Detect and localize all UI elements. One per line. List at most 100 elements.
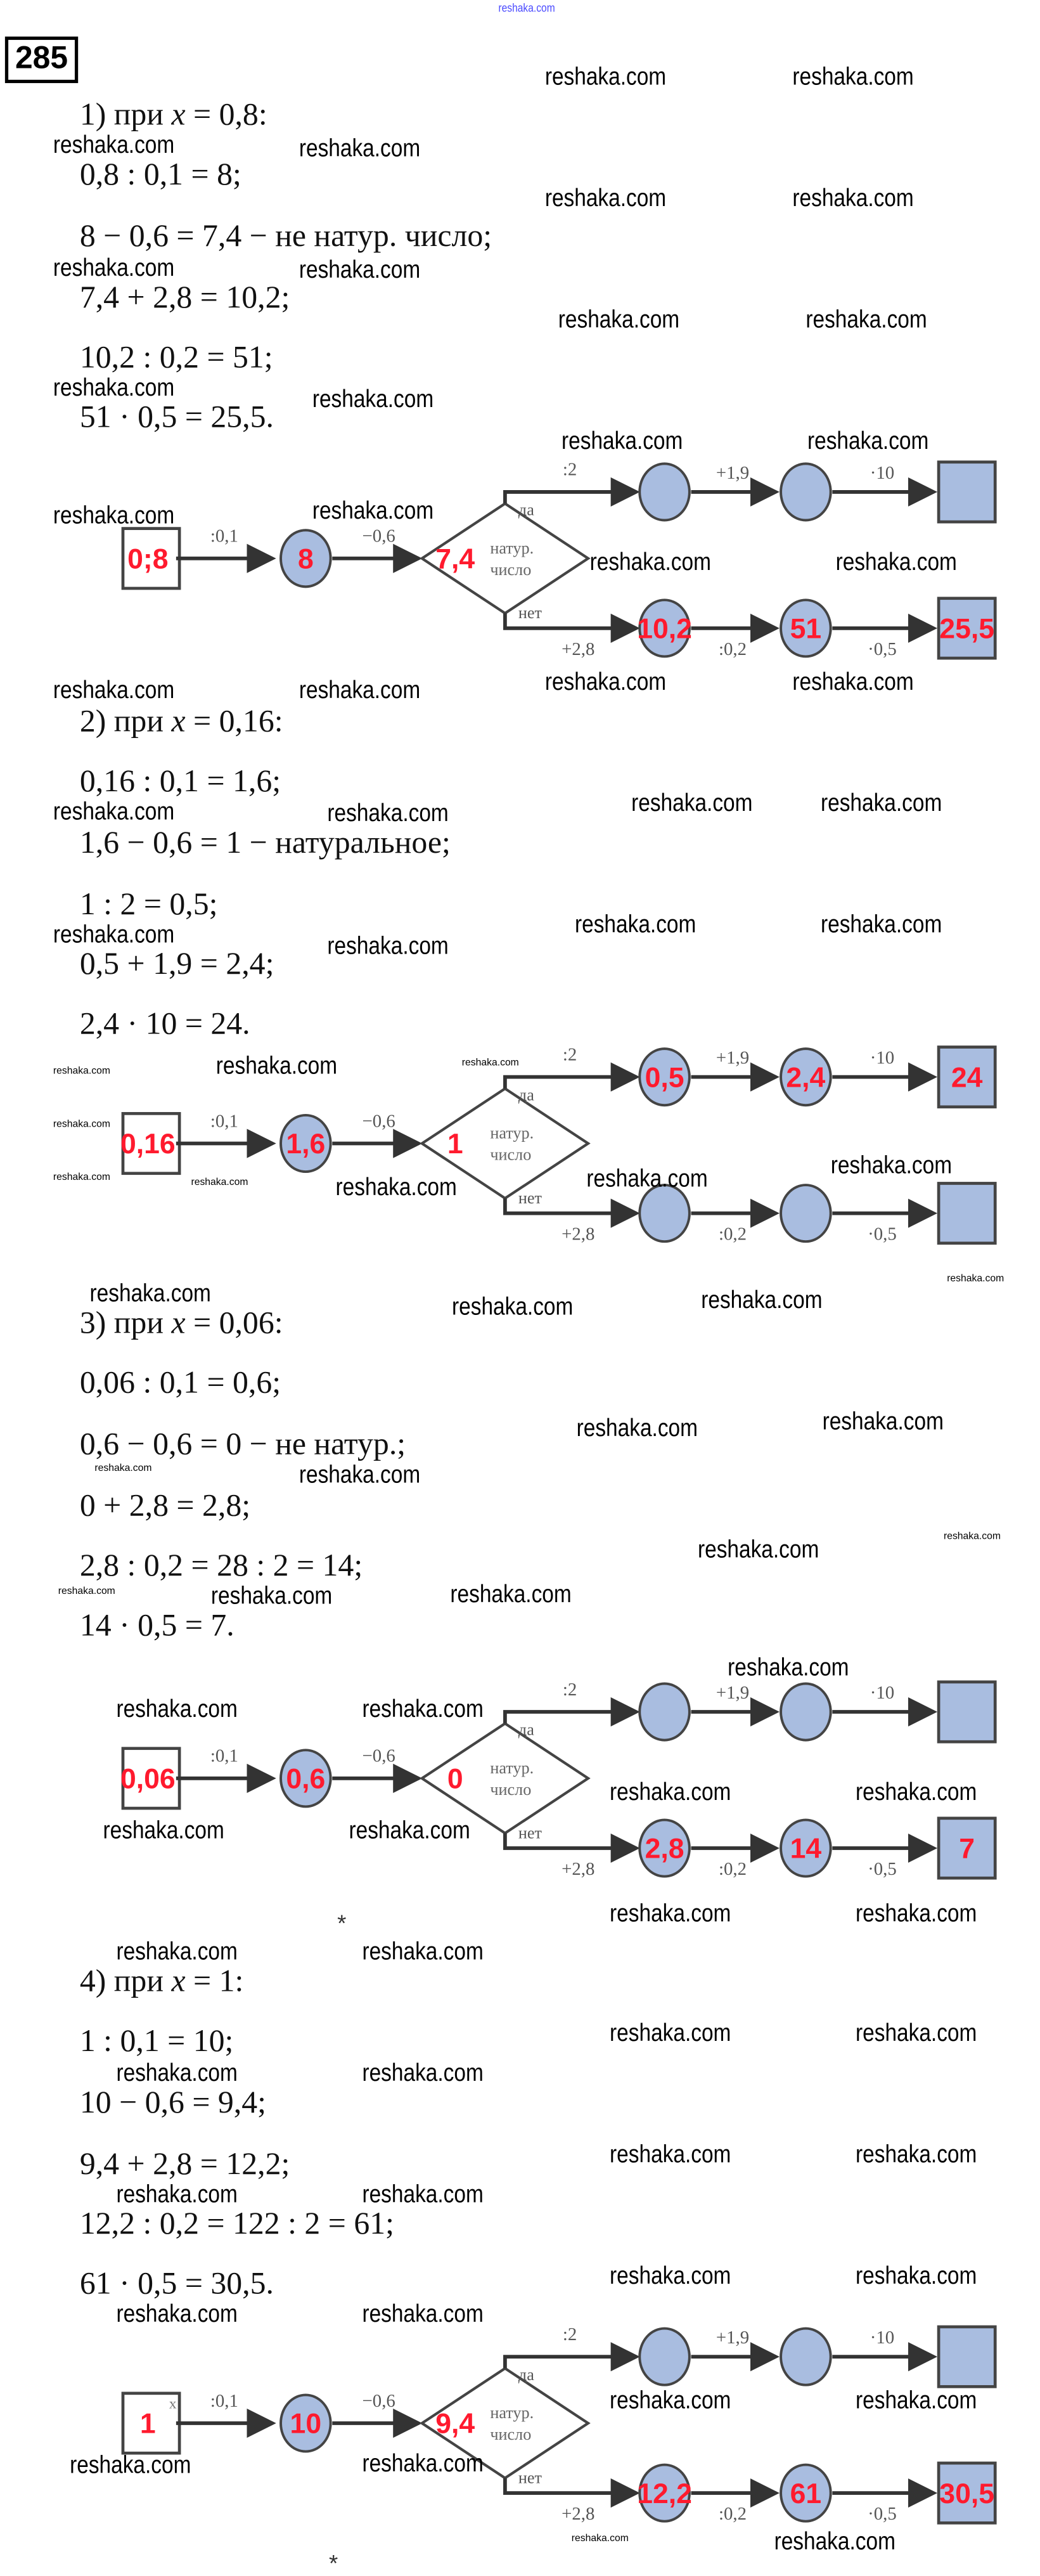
- header-value: = 1:: [185, 1964, 244, 2000]
- header-text: 2) при: [79, 704, 172, 740]
- op-label: :0,1: [210, 526, 238, 547]
- input-value: 0;8: [127, 544, 168, 575]
- watermark: reshaka.com: [610, 2262, 731, 2291]
- watermark: reshaka.com: [116, 2180, 238, 2209]
- equation-line: 12,2 : 0,2 = 122 : 2 = 61;: [79, 2207, 395, 2243]
- watermark: reshaka.com: [299, 676, 421, 705]
- output-box: [937, 1680, 997, 1744]
- equation-line: 2,4 · 10 = 24.: [79, 1007, 250, 1042]
- watermark: reshaka.com: [728, 1654, 849, 1682]
- no-output-value: 30,5: [939, 2478, 994, 2509]
- output-box: [937, 460, 997, 524]
- equation-line: 1,6 − 0,6 = 1 − натуральное;: [79, 825, 451, 861]
- header-value: = 0,8:: [185, 98, 267, 133]
- watermark: reshaka.com: [947, 1274, 1005, 1285]
- op-label: :0,1: [210, 2391, 238, 2411]
- section-header: 3) при x = 0,06:: [80, 1307, 283, 1341]
- op-label: :2: [563, 2324, 577, 2345]
- watermark: reshaka.com: [856, 1778, 977, 1807]
- yes-output-value: 24: [951, 1062, 983, 1093]
- watermark: reshaka.com: [806, 306, 927, 334]
- op-label: ·10: [870, 1048, 894, 1068]
- equation-line: 0,06 : 0,1 = 0,6;: [79, 1366, 281, 1401]
- check-diamond: [420, 1721, 591, 1835]
- check-value: 1: [447, 1129, 463, 1160]
- watermark: reshaka.com: [830, 1151, 953, 1181]
- check-label: число: [490, 1146, 531, 1164]
- watermark: reshaka.com: [116, 2300, 238, 2329]
- check-diamond: [420, 2366, 591, 2480]
- equation-line: 51 · 0,5 = 25,5.: [79, 400, 274, 436]
- op-label: :0,1: [210, 1746, 238, 1766]
- op-label: +1,9: [716, 2327, 749, 2348]
- check-label: число: [490, 560, 531, 579]
- watermark: reshaka.com: [89, 1279, 211, 1309]
- section-header: 4) при x = 1:: [80, 1964, 244, 2000]
- watermark: reshaka.com: [544, 184, 667, 213]
- header-text: 1) при: [79, 98, 172, 133]
- input-value: 0,16: [120, 1129, 176, 1160]
- variable-x: x: [171, 98, 186, 133]
- op-label: +2,8: [562, 1859, 594, 1879]
- watermark: reshaka.com: [856, 1900, 977, 1928]
- watermark: reshaka.com: [362, 1695, 484, 1724]
- watermark: reshaka.com: [312, 385, 434, 414]
- equation-line: 10 − 0,6 = 9,4;: [79, 2085, 266, 2121]
- output-box: [937, 1182, 997, 1245]
- output-box: [937, 597, 997, 660]
- flow-diagram: :0,1−0,6натур.числода:2нет+2,8+1,9·10:0,…: [120, 1680, 997, 1880]
- operation-node: [279, 1749, 332, 1808]
- watermark: reshaka.com: [53, 1066, 110, 1077]
- watermark: reshaka.com: [53, 1173, 110, 1184]
- op-label: :0,2: [719, 639, 747, 659]
- op-label: −0,6: [363, 526, 395, 547]
- input-box: [121, 1111, 181, 1175]
- watermark: reshaka.com: [53, 502, 175, 531]
- input-value: 1: [140, 2409, 156, 2440]
- op-label: ·0,5: [868, 1859, 897, 1879]
- watermark: reshaka.com: [610, 2386, 731, 2415]
- operation-node: [780, 1184, 832, 1243]
- operation-node: [638, 599, 691, 658]
- watermark: reshaka.com: [610, 1778, 731, 1807]
- yes-node-value: 2,4: [786, 1062, 825, 1093]
- op-label: :2: [563, 1044, 577, 1065]
- watermark: reshaka.com: [498, 3, 555, 15]
- no-node-value: 14: [790, 1834, 822, 1865]
- watermark: reshaka.com: [362, 2449, 484, 2478]
- watermark: reshaka.com: [610, 2019, 731, 2048]
- watermark: reshaka.com: [807, 427, 929, 456]
- watermark: reshaka.com: [94, 1464, 152, 1475]
- watermark: reshaka.com: [544, 63, 667, 92]
- op-label: +2,8: [562, 2504, 594, 2524]
- watermark: reshaka.com: [58, 1587, 115, 1598]
- watermark: reshaka.com: [792, 184, 914, 213]
- watermark: reshaka.com: [822, 1408, 944, 1436]
- node-value: 10: [290, 2409, 322, 2440]
- op-label: +1,9: [716, 1683, 749, 1703]
- no-label: нет: [518, 604, 542, 622]
- no-output-value: 25,5: [939, 614, 994, 645]
- check-value: 9,4: [435, 2409, 475, 2440]
- equation-line: 8 − 0,6 = 7,4 − не натур. число;: [79, 219, 492, 255]
- watermark: reshaka.com: [701, 1286, 823, 1315]
- input-variable: x: [169, 2395, 177, 2412]
- no-label: нет: [518, 2468, 542, 2487]
- op-label: :0,2: [719, 1224, 747, 1245]
- watermark: reshaka.com: [774, 2528, 896, 2556]
- no-node-value: 2,8: [645, 1834, 684, 1865]
- output-box: [937, 1816, 997, 1880]
- input-box: [121, 1747, 181, 1810]
- watermark: reshaka.com: [631, 789, 753, 818]
- yes-branch: [503, 490, 632, 504]
- yes-label: да: [518, 1085, 534, 1104]
- output-box: [937, 2461, 997, 2525]
- check-label: натур.: [490, 2404, 534, 2422]
- equation-line: 0,6 − 0,6 = 0 − не натур.;: [79, 1427, 406, 1463]
- op-label: ·10: [870, 2327, 894, 2348]
- equation-line: 10,2 : 0,2 = 51;: [79, 340, 273, 376]
- watermark: reshaka.com: [210, 1582, 333, 1611]
- op-label: ·0,5: [868, 1224, 897, 1245]
- watermark: reshaka.com: [327, 932, 449, 961]
